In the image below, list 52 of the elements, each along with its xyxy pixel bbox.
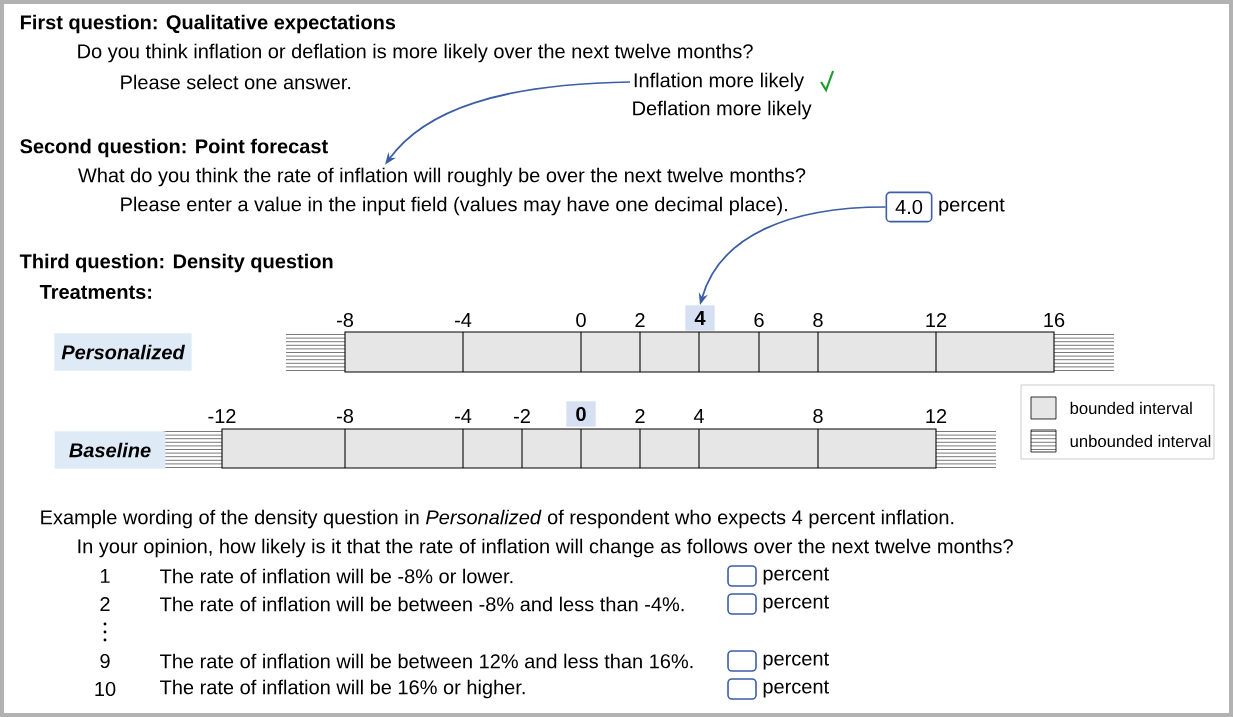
- row-number: 9: [100, 653, 110, 669]
- tick-label: -8: [337, 408, 353, 424]
- answer-option: Deflation more likely: [633, 100, 812, 120]
- row-number: 10: [95, 681, 116, 697]
- example-note: Example wording of the density question in Personalized of respondent who expects 4 percent inflation.: [41, 509, 954, 529]
- highlighted-tick: 0: [566, 401, 596, 427]
- answer-statement: The rate of inflation will be between -8% and less than -4%.: [160, 596, 684, 612]
- question-text: In your opinion, how likely is it that the rate of inflation will change as follows over the next twelve months?: [78, 538, 1013, 558]
- tick-label: -4: [455, 409, 472, 423]
- tick-label: 4: [693, 409, 704, 423]
- answer-statement: The rate of inflation will be between 12% and less than 16%.: [160, 653, 693, 669]
- unit-label: percent: [763, 595, 829, 613]
- legend-text: bounded interval: [1070, 401, 1192, 415]
- section-heading: Second question: Point forecast: [20, 138, 328, 158]
- tick-label: 8: [813, 408, 823, 424]
- question-text: Do you think inflation or deflation is more likely over the next twelve months?: [78, 43, 753, 63]
- tick-label: 2: [635, 313, 645, 327]
- row-number: 1: [100, 569, 110, 583]
- section-heading: First question: Qualitative expectations: [20, 14, 396, 34]
- tick-label: 16: [1044, 312, 1065, 328]
- unit-label: percent: [939, 198, 1005, 216]
- answer-statement: The rate of inflation will be 16% or higher.: [160, 679, 525, 699]
- legend-text: unbounded interval: [1070, 434, 1211, 448]
- answer-box: [727, 593, 757, 615]
- unit-label: percent: [763, 680, 829, 698]
- tick-label: 6: [754, 312, 764, 328]
- tick-label: 2: [635, 409, 645, 423]
- answer-statement: The rate of inflation will be -8% or lower.: [160, 568, 513, 584]
- treatment-label: Baseline: [54, 431, 166, 469]
- unit-label: percent: [763, 567, 829, 585]
- input-field: 4.0: [885, 191, 933, 223]
- tick-label: 8: [813, 312, 823, 328]
- highlighted-tick: 4: [685, 305, 715, 331]
- tick-label: 12: [926, 313, 947, 327]
- question-text: What do you think the rate of inflation will roughly be over the next twelve months?: [78, 167, 806, 187]
- tick-label: -4: [455, 313, 472, 327]
- instruction-text: Please select one answer.: [121, 74, 351, 90]
- tick-label: -12: [208, 409, 236, 423]
- answer-box: [727, 678, 757, 700]
- unit-label: percent: [763, 652, 829, 670]
- answer-box: [727, 565, 757, 587]
- answer-box: [727, 650, 757, 672]
- tick-label: -8: [337, 312, 353, 328]
- treatment-label: Personalized: [54, 333, 192, 371]
- row-number: 2: [100, 597, 110, 611]
- section-heading: Third question: Density question: [19, 253, 333, 273]
- subheading: Treatments:: [39, 285, 152, 299]
- instruction-text: Please enter a value in the input field (values may have one decimal place).: [121, 196, 787, 216]
- tick-label: 12: [926, 409, 947, 423]
- tick-label: 0: [576, 312, 586, 328]
- tick-label: -2: [514, 409, 530, 423]
- answer-option: Inflation more likely: [634, 72, 805, 92]
